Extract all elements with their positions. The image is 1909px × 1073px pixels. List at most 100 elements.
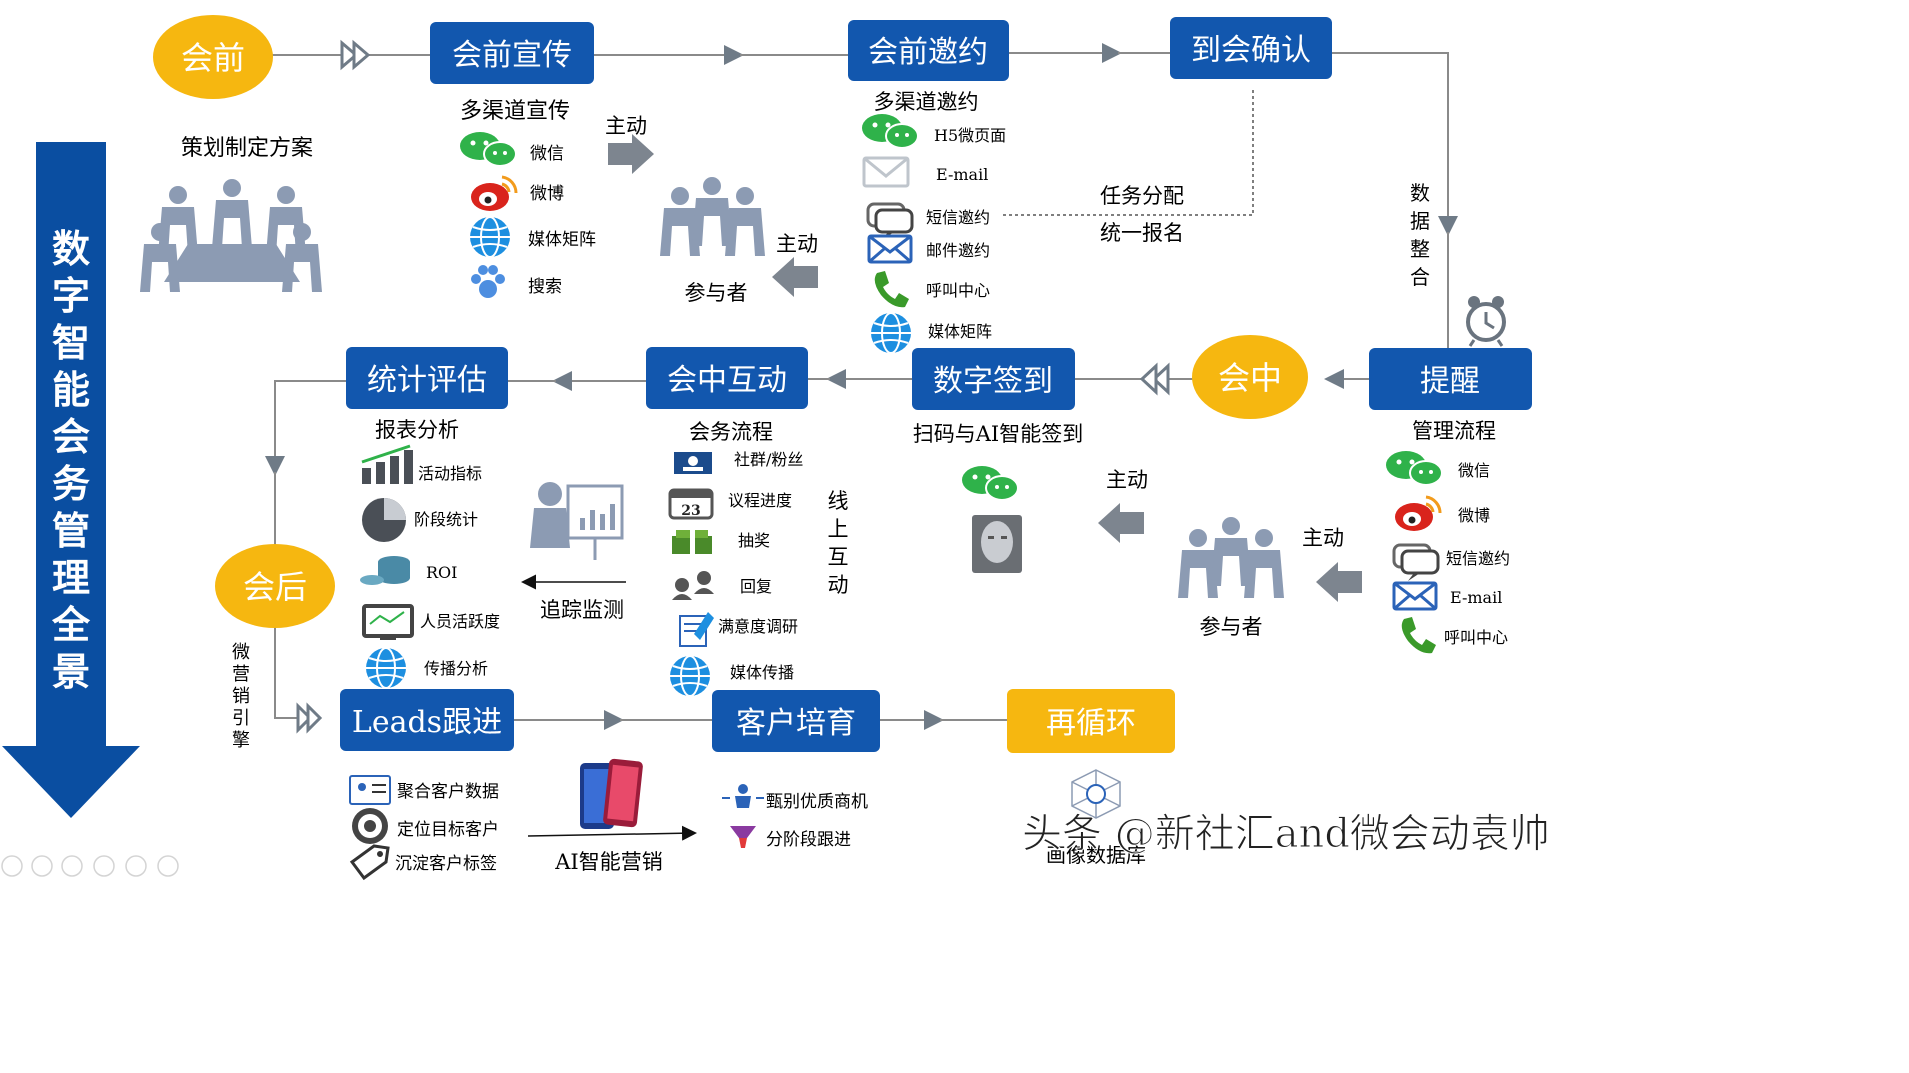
svg-text:到会确认: 到会确认 bbox=[1191, 33, 1311, 68]
plan-label: 策划制定方案 bbox=[181, 136, 313, 161]
double-chevron-mid bbox=[1139, 362, 1170, 396]
promo-title: 多渠道宣传 bbox=[460, 99, 570, 124]
participants-icon bbox=[660, 177, 765, 256]
box-recycle: 再循环 bbox=[1007, 689, 1175, 753]
svg-text:提醒: 提醒 bbox=[1420, 364, 1480, 399]
stage-oval-pre: 会前 bbox=[153, 15, 273, 99]
arrow-right-icon bbox=[608, 134, 654, 174]
wechat-icon bbox=[861, 113, 919, 149]
active-label: 主动 bbox=[776, 232, 818, 256]
svg-text:会前: 会前 bbox=[181, 39, 245, 77]
smartphone-icon bbox=[580, 758, 643, 829]
report-item: 阶段统计 bbox=[414, 510, 478, 529]
report-item: ROI bbox=[426, 563, 457, 582]
stage-oval-mid: 会中 bbox=[1192, 335, 1308, 419]
promo-item: 媒体矩阵 bbox=[528, 230, 596, 250]
box-invite: 会前邀约 bbox=[848, 20, 1009, 81]
network-db-icon bbox=[1071, 769, 1121, 819]
invite-title: 多渠道邀约 bbox=[874, 90, 979, 114]
target-icon bbox=[352, 808, 388, 844]
ai-marketing-arrow bbox=[527, 825, 697, 841]
tag-icon bbox=[349, 844, 390, 881]
chat-users-icon bbox=[672, 571, 714, 600]
slide-controls[interactable] bbox=[1, 855, 179, 877]
ai-marketing-label: AI智能营销 bbox=[554, 850, 662, 874]
box-remind: 提醒 bbox=[1369, 348, 1532, 410]
participants-label: 参与者 bbox=[1200, 615, 1263, 639]
promo-item: 微信 bbox=[530, 144, 564, 164]
invite-item: 短信邀约 bbox=[926, 208, 990, 227]
monitor-icon bbox=[362, 604, 414, 640]
survey-icon bbox=[679, 612, 714, 647]
svg-text:Leads跟进: Leads跟进 bbox=[352, 705, 502, 740]
mgmt-item: 短信邀约 bbox=[1446, 549, 1510, 568]
svg-text:数字签到: 数字签到 bbox=[933, 364, 1053, 399]
alarm-clock-icon bbox=[1466, 296, 1506, 347]
promo-item: 微博 bbox=[530, 184, 564, 204]
side-banner-arrow bbox=[2, 142, 140, 818]
watermark: 头条 @新社汇and微会动袁帅 bbox=[1022, 811, 1550, 857]
nurture-item: 甄别优质商机 bbox=[766, 792, 868, 812]
copy-icon bbox=[93, 855, 115, 877]
flow-item: 议程进度 bbox=[728, 491, 792, 510]
nurture-item: 分阶段跟进 bbox=[766, 830, 851, 850]
box-leads: Leads跟进 bbox=[340, 689, 514, 751]
arrow-left-icon bbox=[772, 257, 818, 297]
report-item: 人员活跃度 bbox=[420, 612, 500, 631]
side-banner-text: 数字智能会务管理全景 bbox=[51, 226, 91, 694]
flow-lines bbox=[265, 43, 1458, 730]
prev-icon bbox=[1, 855, 23, 877]
wechat-icon bbox=[1385, 450, 1443, 486]
phone-icon bbox=[1401, 617, 1436, 654]
meeting-table-icon bbox=[140, 179, 322, 292]
active-label: 主动 bbox=[1302, 526, 1344, 550]
box-promo: 会前宣传 bbox=[430, 22, 594, 84]
report-item: 传播分析 bbox=[424, 659, 488, 678]
leads-item: 定位目标客户 bbox=[397, 820, 499, 840]
coins-icon bbox=[360, 556, 410, 585]
box-checkin: 数字签到 bbox=[912, 348, 1075, 410]
stage-oval-post: 会后 bbox=[215, 544, 335, 628]
invite-item: E-mail bbox=[936, 165, 988, 184]
flow-item: 媒体传播 bbox=[730, 663, 794, 682]
box-confirm: 到会确认 bbox=[1170, 17, 1332, 79]
unified-signup-label: 统一报名 bbox=[1100, 221, 1184, 245]
svg-text:会中: 会中 bbox=[1218, 359, 1282, 397]
box-interact: 会中互动 bbox=[646, 347, 808, 409]
bar-chart-icon bbox=[361, 444, 413, 484]
checkin-title: 扫码与AI智能签到 bbox=[913, 422, 1083, 446]
mgmt-item: 呼叫中心 bbox=[1444, 628, 1508, 647]
leads-item: 聚合客户数据 bbox=[397, 782, 499, 802]
mgmt-title: 管理流程 bbox=[1412, 419, 1496, 443]
svg-text:再循环: 再循环 bbox=[1046, 706, 1136, 741]
arrow-left-icon bbox=[1316, 562, 1362, 602]
promo-item: 搜索 bbox=[528, 277, 562, 297]
globe-icon bbox=[870, 312, 912, 354]
track-label: 追踪监测 bbox=[540, 598, 624, 622]
portrait-db-label: 画像数据库 bbox=[1046, 843, 1146, 867]
wechat-icon bbox=[961, 465, 1019, 501]
pie-chart-icon bbox=[362, 498, 406, 542]
zoom-icon bbox=[125, 855, 147, 877]
flow-item: 抽奖 bbox=[738, 531, 770, 550]
task-assign-label: 任务分配 bbox=[1100, 184, 1184, 208]
flow-item: 回复 bbox=[740, 577, 772, 596]
invite-item: 邮件邀约 bbox=[926, 241, 990, 260]
presenter-icon bbox=[530, 482, 624, 560]
pen-icon bbox=[61, 855, 83, 877]
mgmt-item: 微博 bbox=[1458, 506, 1490, 525]
more-icon bbox=[157, 855, 179, 877]
calendar-icon: 23 bbox=[668, 488, 714, 520]
flow-item: 满意度调研 bbox=[718, 617, 798, 636]
mail-icon bbox=[867, 234, 913, 264]
report-title: 报表分析 bbox=[375, 418, 459, 442]
face-scan-icon bbox=[972, 515, 1022, 573]
email-icon bbox=[862, 156, 910, 188]
phone-icon bbox=[874, 271, 909, 308]
community-icon bbox=[674, 452, 712, 474]
svg-text:23: 23 bbox=[681, 503, 700, 519]
svg-text:会中互动: 会中互动 bbox=[667, 363, 787, 398]
id-card-icon bbox=[349, 775, 391, 805]
svg-text:会前宣传: 会前宣传 bbox=[452, 38, 572, 73]
